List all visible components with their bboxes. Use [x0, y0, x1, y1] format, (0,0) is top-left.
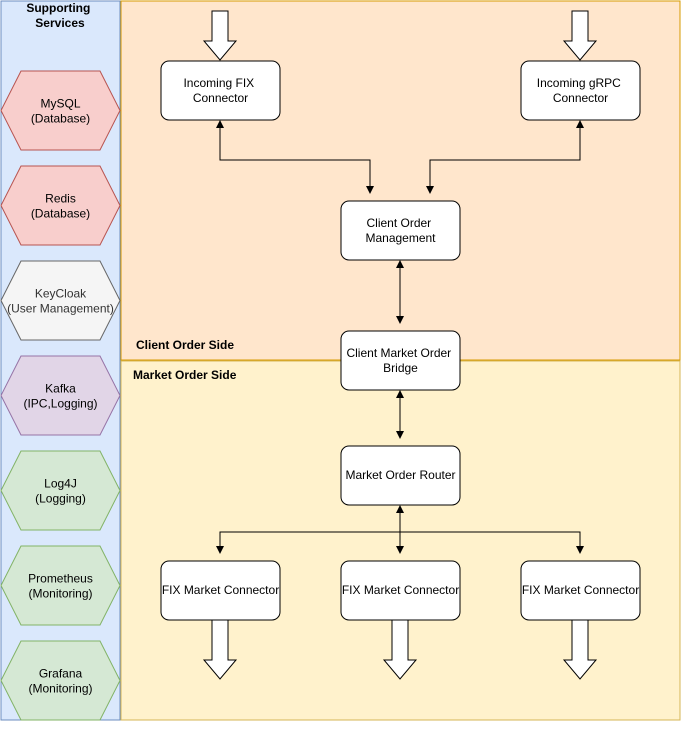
svg-text:FIX Market Connector: FIX Market Connector [342, 583, 459, 597]
service-label: Grafana(Monitoring) [28, 667, 92, 696]
fix-input-arrow-icon [202, 10, 238, 61]
market-order-side-label: Market Order Side [133, 368, 237, 382]
market-order-router-node: Market Order Router [340, 445, 461, 506]
fix-market-2-output-arrow-icon [382, 619, 418, 680]
fix-market-connector-node-1: FIX Market Connector [160, 560, 281, 621]
service-hexagon-5: Log4J(Logging) [0, 450, 121, 531]
svg-text:Incoming FIX Connector: Incoming FIX Connector [183, 76, 257, 105]
fix-market-3-output-arrow-icon [562, 619, 598, 680]
bridge-arrowhead-icon [396, 390, 404, 398]
supporting-services-title: Supporting Services [26, 1, 93, 30]
service-hexagon-4: Kafka(IPC,Logging) [0, 355, 121, 436]
svg-text:Incoming gRPC Connector: Incoming gRPC Connector [537, 76, 624, 105]
router-to-fix-market-3-connector [400, 531, 584, 554]
fix-to-com-connector [219, 128, 374, 194]
com-arrowhead-icon [396, 260, 404, 268]
service-label: KeyCloak(User Management) [7, 287, 114, 316]
grpc-connector-arrowhead-icon [576, 120, 584, 128]
fix-market-connector-node-2: FIX Market Connector [340, 560, 461, 621]
svg-text:FIX Market Connector: FIX Market Connector [522, 583, 639, 597]
incoming-grpc-connector-node: Incoming gRPC Connector [520, 60, 641, 121]
fix-market-connector-node-3: FIX Market Connector [520, 560, 641, 621]
service-hexagon-7: Grafana(Monitoring) [0, 640, 121, 721]
svg-text:Client Order Management: Client Order Management [365, 216, 436, 245]
fix-market-1-output-arrow-icon [202, 619, 238, 680]
router-to-fix-market-1-connector [216, 512, 401, 554]
fix-connector-arrowhead-icon [216, 120, 224, 128]
service-hexagon-2: Redis(Database) [0, 165, 121, 246]
service-list: MySQL(Database) Redis(Database) KeyCloak(U… [0, 70, 121, 721]
svg-text:FIX Market Connector: FIX Market Connector [162, 583, 279, 597]
grpc-to-com-connector [426, 128, 581, 194]
service-label: Log4J(Logging) [35, 477, 86, 506]
grpc-input-arrow-icon [562, 10, 598, 61]
client-order-management-node: Client Order Management [340, 200, 461, 261]
incoming-fix-connector-node: Incoming FIX Connector [160, 60, 281, 121]
service-label: Redis(Database) [31, 192, 90, 221]
service-hexagon-6: Prometheus(Monitoring) [0, 545, 121, 626]
svg-text:Market Order Router: Market Order Router [345, 468, 455, 482]
service-label: Prometheus(Monitoring) [28, 572, 93, 601]
service-hexagon-1: MySQL(Database) [0, 70, 121, 151]
svg-text:Client Market Order Brid: Client Market Order Bridge [346, 346, 454, 375]
service-label: Kafka(IPC,Logging) [23, 382, 97, 411]
client-order-side-label: Client Order Side [136, 338, 234, 352]
service-label: MySQL(Database) [31, 97, 90, 126]
service-hexagon-3: KeyCloak(User Management) [0, 260, 121, 341]
router-arrowhead-icon [396, 505, 404, 513]
client-market-order-bridge-node: Client Market Order Bridge [340, 330, 461, 391]
